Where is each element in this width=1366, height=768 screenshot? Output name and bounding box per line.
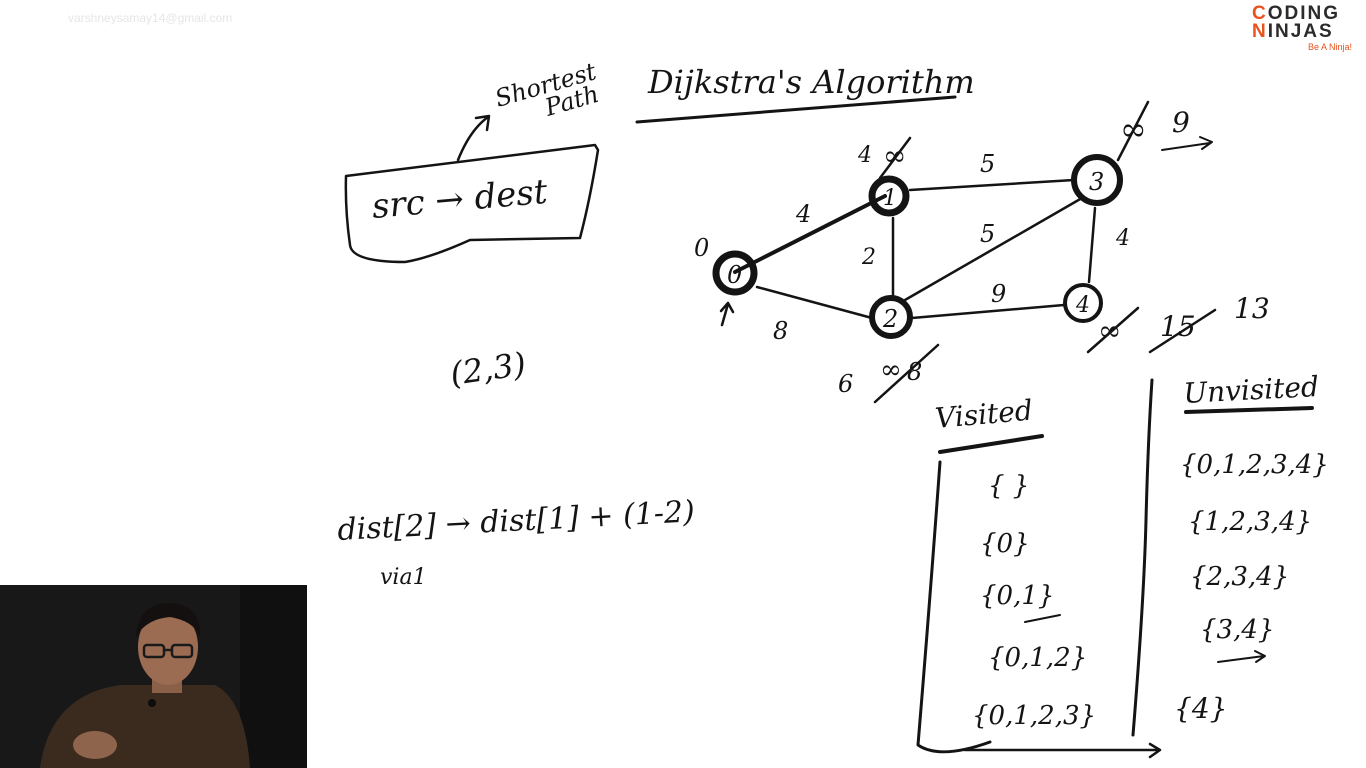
graph-nodes: 0 1 2 3 4 [712, 154, 1123, 339]
coding-ninjas-logo: CODING NINJAS Be A Ninja! [1252, 3, 1356, 55]
unvisited-heading: Unvisited [1183, 370, 1320, 410]
weight-1-2: 2 [861, 245, 876, 270]
weight-3-4: 4 [1115, 226, 1130, 251]
svg-text:2: 2 [882, 305, 898, 333]
strike-node4-b [1148, 308, 1217, 354]
edge-0-2 [755, 285, 874, 320]
formula-note: dist[2] → dist[1] + (1-2) [337, 494, 696, 548]
visited-underline [938, 434, 1044, 454]
logo-line-1: CODING [1252, 3, 1341, 24]
column-divider [1131, 378, 1154, 737]
svg-text:4: 4 [1075, 293, 1090, 318]
presenter-video-icon [0, 585, 307, 768]
node-0: 0 [712, 250, 758, 296]
strike-node1 [878, 136, 912, 180]
node-3: 3 [1071, 154, 1123, 206]
visited-heading: Visited [934, 394, 1034, 435]
dist-node1-old: ∞ [883, 139, 906, 172]
unvisited-row-5: {4} [1174, 692, 1227, 725]
weight-0-2: 8 [773, 317, 788, 345]
node3-arrow [1161, 136, 1213, 151]
unvisited-column: Unvisited {0,1,2,3,4} {1,2,3,4} {2,3,4} … [1174, 370, 1329, 725]
dist-node3-new: 9 [1172, 106, 1190, 139]
svg-text:3: 3 [1089, 168, 1104, 196]
distance-marks: 0 4 ∞ 6 ∞ 8 ∞ 9 ∞ 15 13 [694, 100, 1270, 404]
graph-edges [733, 178, 1097, 320]
node-4: 4 [1063, 283, 1103, 323]
src-dest-text: src → dest [370, 172, 549, 227]
svg-text:0: 0 [727, 261, 742, 289]
unvisited-underline [1184, 406, 1314, 414]
title-underline [635, 95, 957, 124]
unvisited-row-2: {1,2,3,4} [1188, 507, 1312, 537]
watermark-email: varshneysamay14@gmail.com [68, 11, 233, 25]
visited-arrow-3 [1024, 614, 1061, 623]
dist-node4-new: 13 [1234, 292, 1270, 325]
edge-0-1 [733, 194, 887, 274]
dist-node0: 0 [694, 234, 709, 262]
strike-node2 [873, 343, 940, 404]
visited-row-1: { } [988, 471, 1029, 501]
via-note: via1 [380, 565, 427, 590]
svg-text:1: 1 [883, 186, 897, 211]
note-arrow [456, 114, 491, 162]
unvisited-row-4: {3,4} [1200, 615, 1274, 645]
weight-1-3: 5 [980, 150, 995, 178]
src-dest-box [344, 143, 600, 264]
logo-line-2: NINJAS [1252, 21, 1334, 42]
unvisited-row-3: {2,3,4} [1190, 562, 1289, 592]
strike-node4-a [1086, 306, 1140, 354]
edge-2-4 [910, 303, 1066, 320]
edge-2-3 [903, 196, 1084, 302]
start-arrow [719, 301, 735, 327]
board-title: Dijkstra's Algorithm [647, 63, 975, 101]
node-2: 2 [869, 295, 913, 339]
transfer-arrow [963, 742, 1162, 759]
unvisited-row-1: {0,1,2,3,4} [1180, 450, 1329, 480]
edge-weights: 4 8 2 5 5 9 4 [773, 150, 1130, 345]
dist-node1-new: 4 [857, 143, 872, 168]
visited-row-5: {0,1,2,3} [972, 701, 1096, 731]
weight-2-3: 5 [980, 220, 995, 248]
presenter-webcam [0, 585, 307, 768]
edge-1-3 [908, 178, 1076, 192]
visited-column: Visited { } {0} {0,1} {0,1,2} {0,1,2,3} [916, 394, 1096, 754]
visited-row-2: {0} [980, 529, 1030, 559]
strike-node3 [1116, 100, 1150, 162]
dist-node4-old: ∞ [1098, 314, 1121, 347]
unvisited-arrow-4 [1217, 650, 1266, 663]
pair-note: (2,3) [448, 345, 528, 393]
edge-3-4 [1087, 206, 1097, 284]
weight-0-1: 4 [795, 200, 811, 228]
visited-row-4: {0,1,2} [988, 643, 1087, 673]
dist-node2-old: ∞ [880, 355, 902, 385]
visited-bracket [916, 460, 992, 754]
visited-row-3: {0,1} [980, 581, 1054, 611]
dist-node2-new: 6 [838, 370, 853, 398]
node-1: 1 [868, 175, 910, 217]
weight-2-4: 9 [991, 280, 1006, 308]
logo-tagline: Be A Ninja! [1307, 42, 1352, 52]
dist-node2-mid: 8 [907, 358, 922, 386]
